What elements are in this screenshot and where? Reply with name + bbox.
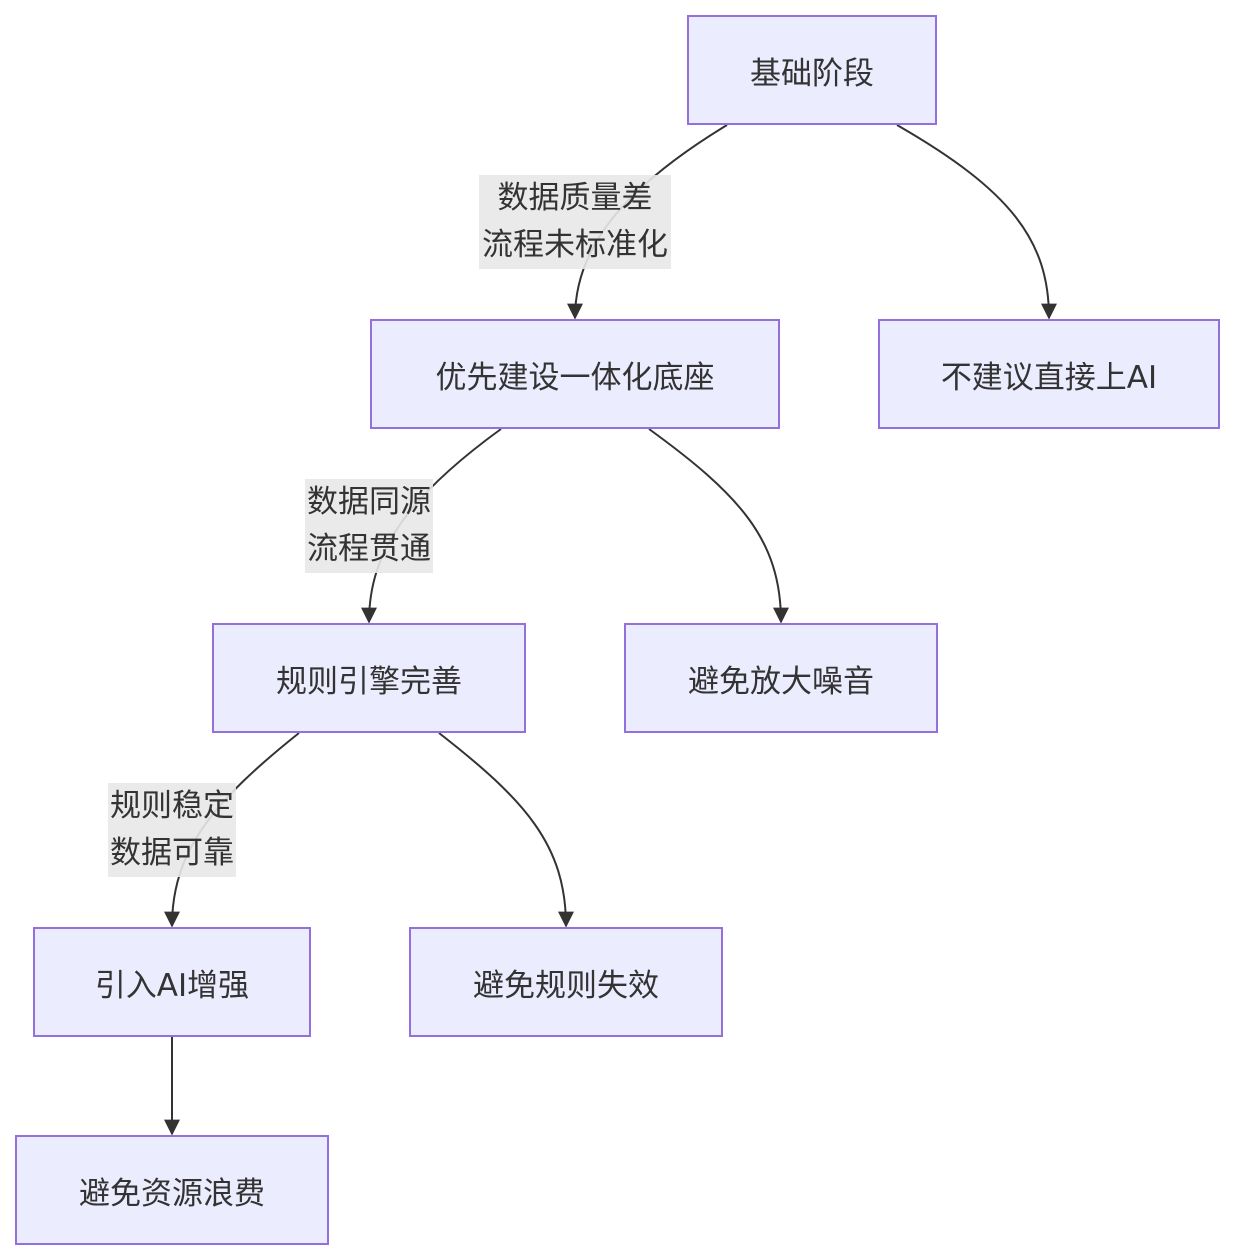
edge-label-platform-to-rules: 数据同源 流程贯通 xyxy=(305,479,433,573)
node-avoid-rule-failure: 避免规则失效 xyxy=(409,927,723,1037)
edge-label-rules-to-ai: 规则稳定 数据可靠 xyxy=(108,783,236,877)
node-introduce-ai: 引入AI增强 xyxy=(33,927,311,1037)
edge-label-line: 数据质量差 xyxy=(497,180,653,216)
node-rule-engine: 规则引擎完善 xyxy=(212,623,526,733)
node-avoid-waste: 避免资源浪费 xyxy=(15,1135,329,1245)
edge-rules-to-rulefail xyxy=(438,732,574,928)
node-build-platform: 优先建设一体化底座 xyxy=(370,319,780,429)
node-avoid-noise: 避免放大噪音 xyxy=(624,623,938,733)
edge-platform-to-noise xyxy=(648,428,789,624)
edge-label-line: 数据可靠 xyxy=(110,835,234,871)
node-base-stage: 基础阶段 xyxy=(687,15,937,125)
edge-base-to-noai xyxy=(896,124,1057,320)
edge-label-line: 数据同源 xyxy=(307,484,431,520)
edge-label-line: 流程贯通 xyxy=(307,531,431,567)
node-no-direct-ai: 不建议直接上AI xyxy=(878,319,1220,429)
edge-label-line: 规则稳定 xyxy=(110,788,234,824)
edge-label-base-to-platform: 数据质量差 流程未标准化 xyxy=(479,175,671,269)
edge-label-line: 流程未标准化 xyxy=(482,227,668,263)
